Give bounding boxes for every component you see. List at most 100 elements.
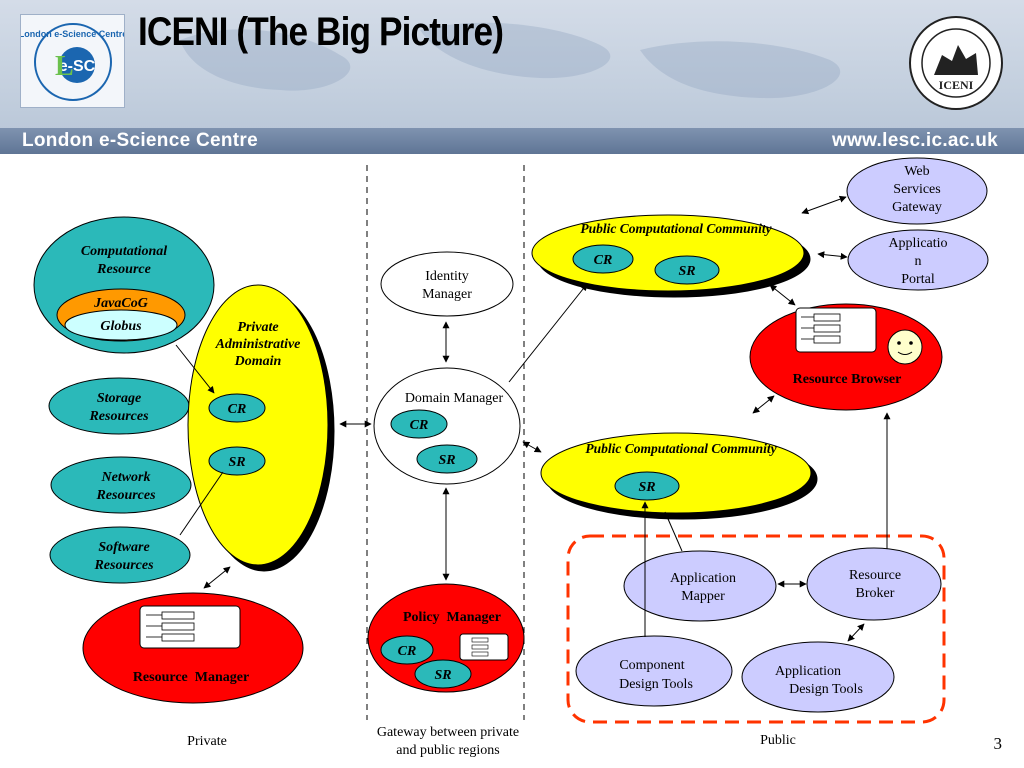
public-tools-region: [566, 534, 946, 724]
line-software-to-sr: [179, 471, 224, 536]
arrow-resource-manager-domain: [203, 566, 231, 589]
region-gateway-label-1: Gateway between private: [377, 725, 519, 740]
arrow-public-top-browser: [769, 284, 796, 306]
svg-text:ICENI: ICENI: [939, 78, 974, 92]
region-public-label: Public: [760, 733, 796, 748]
lesc-logo-graphic: London e-Science Centre e-SC L: [19, 23, 127, 101]
identity-label-1: Identity: [425, 269, 469, 284]
private-domain-label-1: Private: [237, 320, 278, 335]
band-org-name: London e-Science Centre: [22, 130, 258, 151]
private-cr-label: CR: [228, 402, 247, 417]
policy-manager-node[interactable]: Policy Manager: [367, 583, 525, 693]
public-top-sr-node[interactable]: SR: [654, 255, 720, 285]
identity-label-2: Manager: [422, 287, 472, 302]
policy-cr-node[interactable]: CR: [380, 635, 434, 665]
resource-browser-label: Resource Browser: [793, 372, 902, 387]
region-private-label: Private: [187, 734, 227, 749]
policy-manager-label: Policy Manager: [403, 610, 501, 625]
public-community-bottom-node[interactable]: Public Computational Community: [540, 432, 812, 514]
header-band: [0, 128, 1024, 154]
app-tools-label-2: Design Tools: [789, 682, 863, 697]
storage-label-2: Resources: [88, 409, 149, 424]
mapper-label-2: Mapper: [681, 589, 725, 604]
mapper-label-1: Application: [670, 571, 736, 586]
public-top-cr-label: CR: [594, 253, 613, 268]
svg-text:e-SC: e-SC: [59, 58, 96, 75]
resource-browser-node[interactable]: Resource Browser: [749, 303, 943, 411]
domain-manager-label: Domain Manager: [405, 391, 504, 406]
arrow-apptools-broker: [847, 623, 865, 642]
header-background: [0, 0, 1024, 152]
private-sr-node[interactable]: SR: [208, 446, 266, 476]
world-map-watermark: [180, 22, 841, 99]
domain-cr-node[interactable]: CR: [390, 409, 448, 439]
public-bottom-sr-node[interactable]: SR: [614, 471, 680, 501]
svg-text:London e-Science Centre: London e-Science Centre: [21, 29, 124, 39]
arrow-public-portal: [817, 251, 848, 260]
computational-resource-label-2: Resource: [96, 262, 151, 277]
software-label-2: Resources: [93, 558, 154, 573]
public-bottom-sr-label: SR: [638, 480, 655, 495]
portal-label-2: n: [915, 254, 922, 269]
public-community-bottom-label: Public Computational Community: [585, 441, 777, 456]
domain-sr-node[interactable]: SR: [416, 444, 478, 474]
computational-resource-label-1: Computational: [81, 244, 167, 259]
policy-cr-label: CR: [398, 644, 417, 659]
arrow-computational-to-cr: [175, 344, 215, 394]
user-smiley-icon: [887, 329, 923, 365]
storage-label-1: Storage: [97, 391, 141, 406]
page-number: 3: [993, 734, 1003, 753]
svg-text:L: L: [55, 51, 74, 82]
lesc-logo: London e-Science Centre e-SC L: [19, 14, 127, 108]
private-domain-label-3: Domain: [234, 354, 282, 369]
app-tools-label-1: Application: [775, 664, 841, 679]
software-label-1: Software: [98, 540, 149, 555]
wsg-label-2: Services: [893, 182, 940, 197]
public-top-cr-node[interactable]: CR: [572, 244, 634, 274]
iceni-logo: ICENI: [909, 16, 1003, 110]
globus-label: Globus: [100, 319, 142, 334]
policy-sr-node[interactable]: SR: [414, 659, 472, 689]
wsg-label-1: Web: [904, 164, 929, 179]
band-url[interactable]: www.lesc.ic.ac.uk: [832, 130, 998, 151]
resource-manager-label: Resource Manager: [133, 670, 249, 685]
javacog-label: JavaCoG: [93, 296, 148, 311]
private-domain-label-2: Administrative: [215, 337, 301, 352]
public-community-top-label: Public Computational Community: [580, 221, 772, 236]
private-sr-label: SR: [228, 455, 245, 470]
globus-node[interactable]: Globus: [64, 309, 178, 341]
component-tools-label-2: Design Tools: [619, 677, 693, 692]
arrow-public-wsg: [801, 195, 847, 215]
broker-label-1: Resource: [849, 568, 901, 583]
resource-manager-node[interactable]: Resource Manager: [82, 592, 304, 704]
domain-sr-label: SR: [438, 453, 455, 468]
arrow-domain-to-public-top: [508, 283, 588, 383]
network-label-2: Resources: [95, 488, 156, 503]
public-top-sr-label: SR: [678, 264, 695, 279]
broker-label-2: Broker: [856, 586, 895, 601]
private-cr-node[interactable]: CR: [208, 393, 266, 423]
